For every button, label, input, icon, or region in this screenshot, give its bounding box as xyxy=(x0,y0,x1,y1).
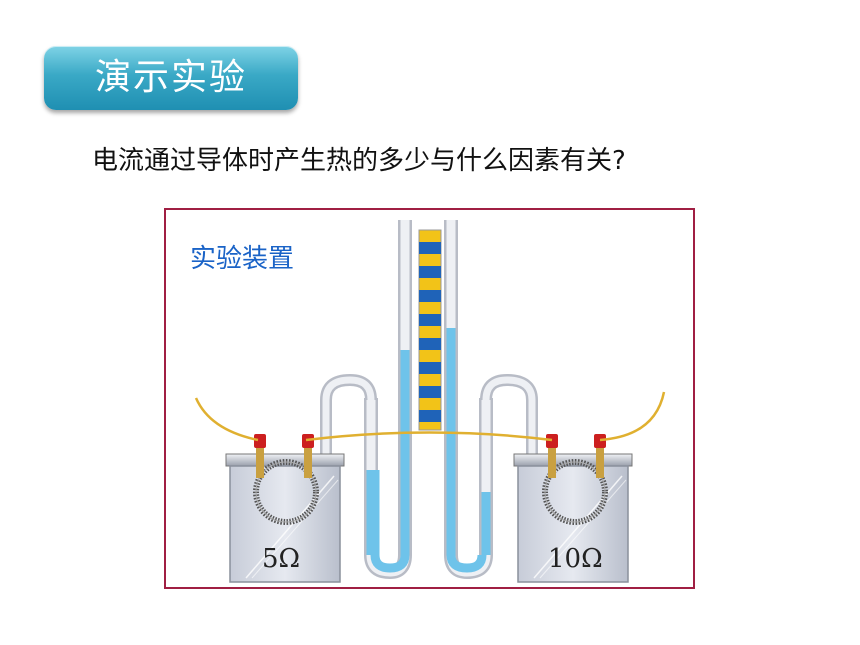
right-resistor-label: 10Ω xyxy=(548,544,603,574)
right-terminal-2 xyxy=(594,434,606,448)
left-resistor-label: 5Ω xyxy=(262,544,300,574)
left-container: 5Ω xyxy=(225,434,345,583)
left-u-tube xyxy=(320,220,412,580)
left-terminal-1 xyxy=(254,434,266,448)
ruler-scale xyxy=(418,229,442,431)
right-terminal-1 xyxy=(546,434,558,448)
figure-label: 实验装置 xyxy=(190,244,295,274)
right-u-tube xyxy=(444,220,538,580)
wires xyxy=(194,391,666,442)
question-text: 电流通过导体时产生热的多少与什么因素有关? xyxy=(92,146,626,176)
figure-frame xyxy=(164,208,695,589)
demo-experiment-badge: 演示实验 xyxy=(44,46,298,110)
right-container: 10Ω xyxy=(513,434,633,583)
